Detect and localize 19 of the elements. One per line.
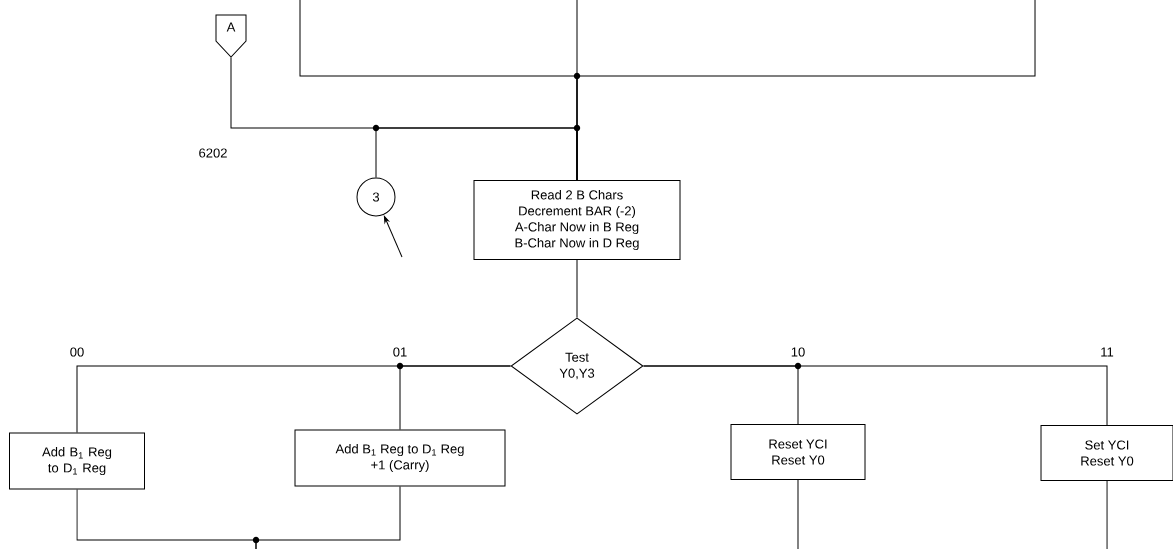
connector-line <box>576 259 578 318</box>
edge-label: 01 <box>391 346 409 358</box>
connector-line <box>255 486 401 549</box>
connector-line <box>375 127 578 181</box>
edge-label: 00 <box>68 346 86 358</box>
connector-line <box>399 365 511 430</box>
edge-label: 11 <box>1099 346 1115 358</box>
page-number: 6202 <box>199 148 227 158</box>
connector-line <box>643 365 1108 426</box>
connector-line <box>797 479 799 549</box>
offpage-connector: A <box>215 14 247 58</box>
process-box: Add B$_{1}$ Reg to D$_{1}$ Reg +1 (Carry) <box>294 429 506 487</box>
connector-line <box>1106 480 1108 549</box>
edge-label: 10 <box>789 346 807 358</box>
process-box: Set YCI Reset Y0 <box>1040 425 1173 481</box>
process-box: Add B$_{1}$ Reg to D$_{1}$ Reg <box>9 432 145 490</box>
process-box: Reset YCI Reset Y0 <box>730 424 866 480</box>
process-box: Read 2 B Chars Decrement BAR (-2) A-Char Now in B Reg B-Char Now in D Reg <box>473 180 681 260</box>
connector-line <box>383 215 403 258</box>
